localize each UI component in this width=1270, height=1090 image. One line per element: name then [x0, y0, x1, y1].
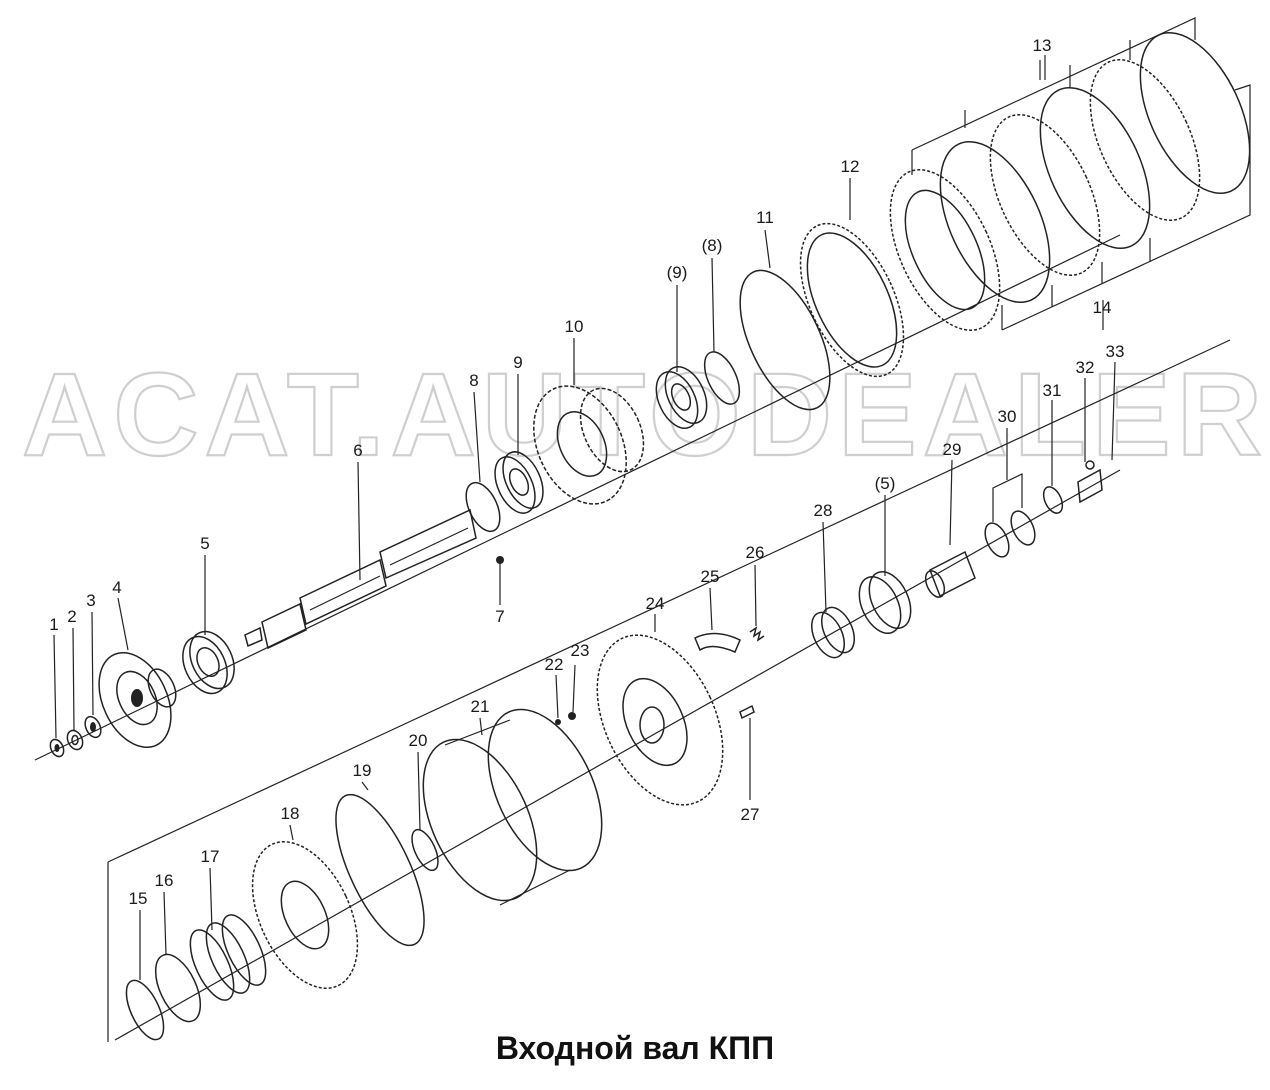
part-5-bearing	[182, 630, 235, 695]
callout-16: 16	[155, 871, 174, 890]
part-31-washer	[1042, 486, 1064, 514]
part-19-seal-ring	[335, 793, 425, 947]
callout-5-repeat: (5)	[875, 474, 896, 493]
bracket-30	[992, 473, 1023, 522]
part-23-nut	[568, 712, 576, 720]
part-17-spring	[189, 914, 267, 1001]
part-26-spring	[749, 626, 765, 642]
callout-6: 6	[353, 441, 362, 460]
part-1-nut	[49, 738, 65, 758]
part-10-gear	[533, 385, 645, 505]
callout-33: 33	[1106, 342, 1125, 361]
callout-11: 11	[756, 208, 774, 227]
callout-3: 3	[86, 591, 95, 610]
part-24-gear-hub	[596, 634, 724, 806]
callout-32: 32	[1076, 358, 1095, 377]
callout-13: 13	[1033, 36, 1052, 55]
callout-2: 2	[67, 607, 76, 626]
part-6-shaft	[244, 508, 477, 650]
callout-7: 7	[495, 607, 504, 626]
callout-8-repeat: (8)	[702, 236, 723, 255]
callout-14: 14	[1093, 298, 1112, 317]
part-11-wire-ring	[739, 269, 831, 411]
callout-17: 17	[201, 847, 220, 866]
callout-9: 9	[513, 353, 522, 372]
leader-lines	[53, 55, 1116, 980]
callout-1: 1	[49, 615, 58, 634]
divider-line	[107, 339, 1231, 863]
part-8-snap-ring	[465, 481, 501, 533]
lower-axis-line	[114, 469, 1121, 1041]
part-8-snap-ring-repeat	[703, 351, 741, 405]
callout-9-repeat: (9)	[667, 263, 688, 282]
callout-29: 29	[943, 440, 962, 459]
callout-25: 25	[701, 567, 720, 586]
part-32-bracket	[1077, 468, 1103, 504]
callout-30: 30	[998, 407, 1017, 426]
callout-28: 28	[814, 501, 833, 520]
part-13-14-clutch-pack	[889, 32, 1251, 331]
bracket-13	[911, 17, 1196, 175]
callout-27: 27	[741, 805, 760, 824]
part-15-snap-ring	[125, 979, 165, 1041]
part-16-washer	[154, 953, 202, 1023]
callout-21: 21	[471, 697, 490, 716]
diagram-caption: Входной вал КПП	[495, 1030, 775, 1066]
callout-15: 15	[129, 889, 148, 908]
callout-8: 8	[469, 371, 478, 390]
part-4-flange	[98, 651, 177, 749]
part-2-washer	[66, 729, 84, 751]
part-9-bearing	[494, 451, 544, 514]
callout-31: 31	[1043, 381, 1062, 400]
part-5-bearing-repeat	[858, 571, 912, 634]
callout-24: 24	[646, 594, 665, 613]
part-30-seal-rings	[984, 510, 1036, 558]
part-21-clutch-drum	[422, 708, 603, 906]
part-27-pin	[739, 704, 755, 720]
part-22-bolt	[555, 719, 561, 725]
part-20-o-ring	[411, 828, 439, 872]
callout-20: 20	[409, 731, 428, 750]
callout-10: 10	[565, 317, 584, 336]
callout-19: 19	[353, 761, 372, 780]
part-33-bolt	[1085, 460, 1095, 470]
part-18-piston	[251, 841, 359, 989]
part-25-lever	[694, 632, 741, 653]
part-9-bearing-repeat	[655, 366, 708, 429]
part-12-end-plate	[799, 222, 905, 378]
bracket-14	[1001, 84, 1251, 331]
upper-axis-line	[34, 234, 1121, 761]
part-28-needle-bearing	[811, 606, 855, 659]
callout-22: 22	[545, 655, 564, 674]
callout-12: 12	[841, 157, 860, 176]
callout-23: 23	[571, 641, 590, 660]
callout-18: 18	[281, 804, 300, 823]
callout-26: 26	[746, 543, 765, 562]
part-29-sleeve	[924, 550, 976, 598]
watermark-text: ACAT.AUTODEALER.RU	[22, 349, 1270, 481]
callout-5: 5	[200, 534, 209, 553]
part-3-seal	[84, 715, 102, 739]
callout-4: 4	[112, 578, 121, 597]
part-7-pin	[496, 556, 504, 564]
